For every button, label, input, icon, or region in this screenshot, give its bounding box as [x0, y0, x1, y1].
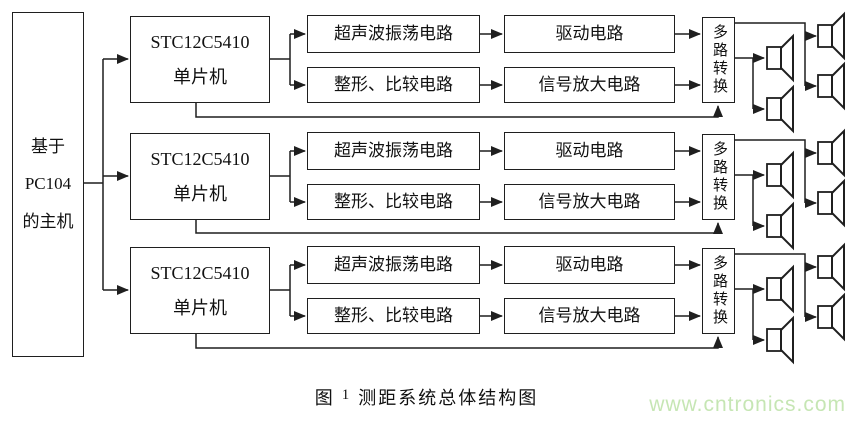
drive-circuit-box: 驱动电路	[504, 15, 675, 53]
figure-number: 1	[341, 387, 350, 403]
multiplexer-label: 多路转换	[711, 141, 727, 213]
host-label-line: 的主机	[22, 211, 74, 231]
multiplexer-label: 多路转换	[711, 24, 727, 96]
shaping-compare-circuit-box: 整形、比较电路	[307, 67, 480, 103]
watermark-text: www.cntronics.com	[649, 393, 846, 416]
multiplexer-box: 多路转换	[702, 17, 735, 103]
oscillator-circuit-box: 超声波振荡电路	[307, 15, 480, 53]
multiplexer-box: 多路转换	[702, 248, 735, 334]
signal-amplifier-box: 信号放大电路	[504, 184, 675, 220]
shaping-compare-circuit-box: 整形、比较电路	[307, 298, 480, 334]
mcu-model-label: STC12C5410	[150, 32, 250, 53]
channel-row-2: STC12C5410 单片机 超声波振荡电路 整形、比较电路 驱动电路 信号放大…	[0, 132, 853, 227]
mcu-model-label: STC12C5410	[150, 263, 250, 284]
oscillator-circuit-box: 超声波振荡电路	[307, 246, 480, 284]
host-label-line: PC104	[24, 174, 72, 194]
mcu-type-label: 单片机	[173, 297, 227, 318]
mcu-model-label: STC12C5410	[150, 149, 250, 170]
figure-label: 图	[314, 388, 335, 408]
mcu-type-label: 单片机	[173, 66, 227, 87]
signal-amplifier-box: 信号放大电路	[504, 298, 675, 334]
mcu-box: STC12C5410 单片机	[130, 133, 270, 220]
host-pc104-box: 基于 PC104 的主机	[12, 12, 84, 357]
mcu-type-label: 单片机	[173, 183, 227, 204]
channel-row-3: STC12C5410 单片机 超声波振荡电路 整形、比较电路 驱动电路 信号放大…	[0, 246, 853, 341]
drive-circuit-box: 驱动电路	[504, 132, 675, 170]
multiplexer-box: 多路转换	[702, 134, 735, 220]
shaping-compare-circuit-box: 整形、比较电路	[307, 184, 480, 220]
multiplexer-label: 多路转换	[711, 255, 727, 327]
channel-row-1: STC12C5410 单片机 超声波振荡电路 整形、比较电路 驱动电路 信号放大…	[0, 15, 853, 110]
mcu-box: STC12C5410 单片机	[130, 16, 270, 103]
mcu-box: STC12C5410 单片机	[130, 247, 270, 334]
host-label-line: 基于	[31, 136, 65, 156]
oscillator-circuit-box: 超声波振荡电路	[307, 132, 480, 170]
drive-circuit-box: 驱动电路	[504, 246, 675, 284]
signal-amplifier-box: 信号放大电路	[504, 67, 675, 103]
figure-title: 测距系统总体结构图	[358, 388, 539, 408]
